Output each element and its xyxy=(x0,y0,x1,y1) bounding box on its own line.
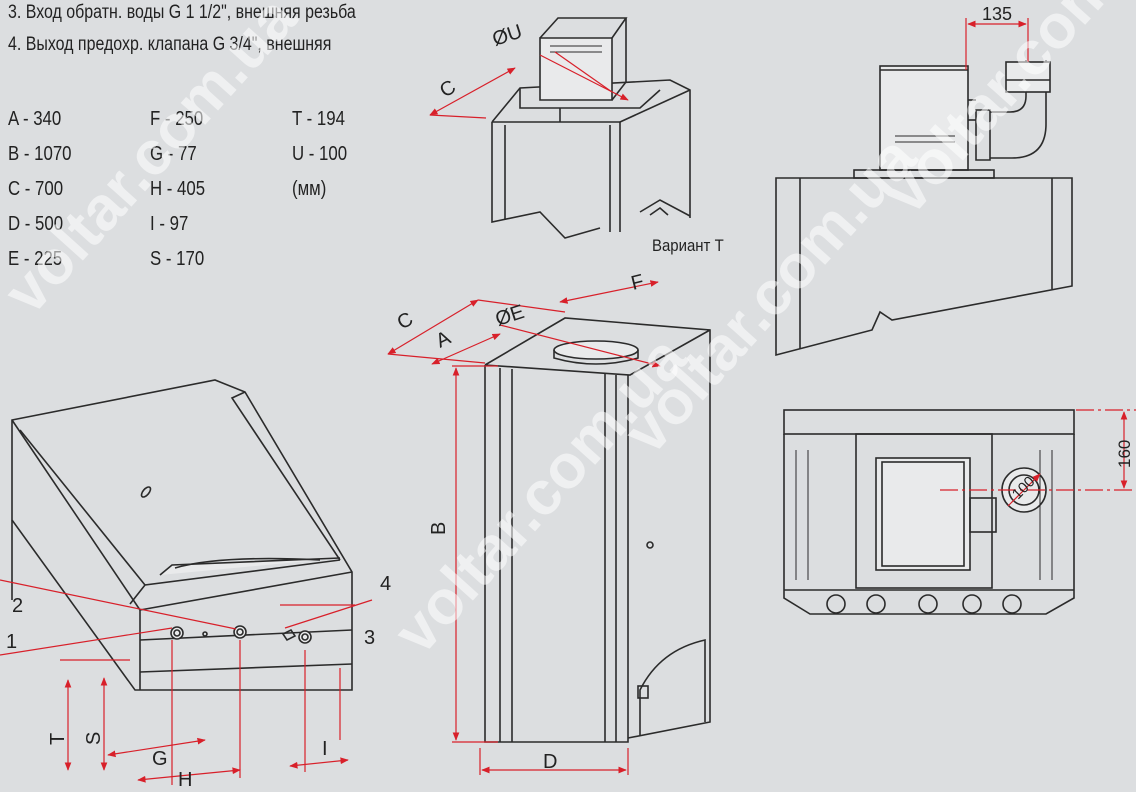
dim-t: T - 194 xyxy=(292,108,345,130)
dim-d: D - 500 xyxy=(8,213,64,235)
label-t: T xyxy=(47,733,69,745)
label-a: A xyxy=(433,327,455,353)
dim-c: C - 700 xyxy=(8,178,64,200)
note-3: 3. Вход обратн. воды G 1 1/2", внешняя р… xyxy=(8,2,356,23)
front-view-dimensions xyxy=(387,280,661,775)
dim-u: U - 100 xyxy=(292,143,348,165)
side-view xyxy=(775,60,1073,357)
perspective-view-dimensions xyxy=(0,579,373,785)
label-n4: 4 xyxy=(380,573,391,595)
dim-g: G - 77 xyxy=(150,143,197,165)
dim-b: B - 1070 xyxy=(8,143,72,165)
label-h: H xyxy=(178,769,192,791)
dim-a: A - 340 xyxy=(8,108,62,130)
top-view xyxy=(783,409,1075,615)
top-view-dimensions xyxy=(940,409,1136,507)
label-s: S xyxy=(83,732,105,745)
label-b: B xyxy=(428,522,450,535)
variant-t-caption: Вариант T xyxy=(652,236,724,255)
label-g: G xyxy=(152,748,168,770)
front-view xyxy=(484,317,711,743)
note-4: 4. Выход предохр. клапана G 3/4", внешня… xyxy=(8,34,332,55)
label-phi-u: ØU xyxy=(490,21,525,51)
dim-s: S - 170 xyxy=(150,248,205,270)
label-n3: 3 xyxy=(364,627,375,649)
dim-unit: (мм) xyxy=(292,178,327,200)
side-view-dimension xyxy=(965,18,1029,70)
label-c-top: C xyxy=(436,76,460,102)
variant-t-view xyxy=(491,17,691,239)
label-n1: 1 xyxy=(6,631,17,653)
label-f: F xyxy=(629,271,646,295)
label-160: 160 xyxy=(1115,440,1134,468)
dim-e: E - 225 xyxy=(8,248,63,270)
dim-i: I - 97 xyxy=(150,213,189,235)
label-n2: 2 xyxy=(12,595,23,617)
label-d: D xyxy=(543,751,557,773)
label-135: 135 xyxy=(982,4,1012,24)
perspective-view xyxy=(11,379,353,691)
dim-h: H - 405 xyxy=(150,178,206,200)
label-phi-e: ØE xyxy=(493,301,527,331)
dim-f: F - 250 xyxy=(150,108,204,130)
label-c: C xyxy=(394,308,418,334)
variant-t-dimensions xyxy=(429,51,629,119)
label-i: I xyxy=(322,738,328,760)
